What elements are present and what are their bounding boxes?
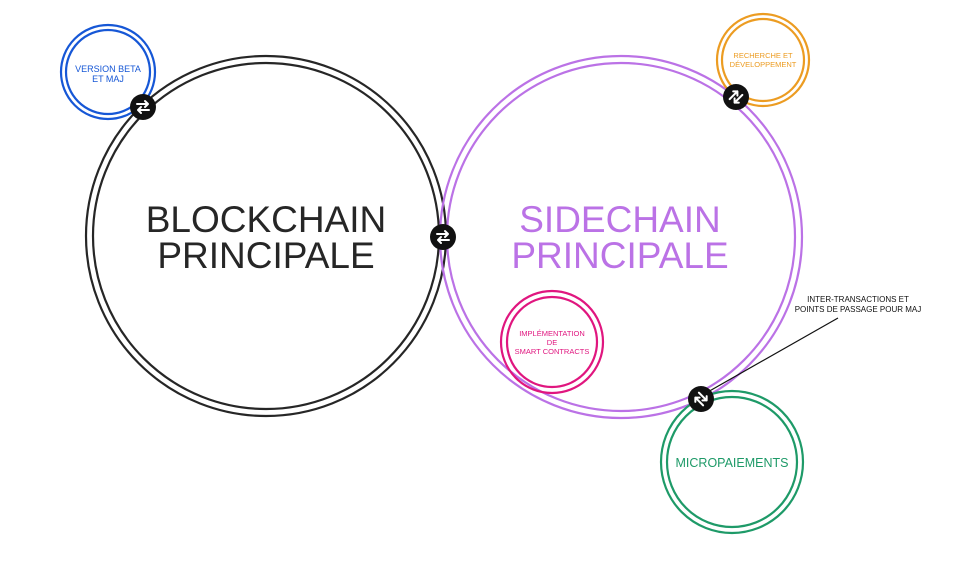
annotation-label-line2: POINTS DE PASSAGE POUR MAJ bbox=[795, 305, 922, 314]
exchange-arrows-icon bbox=[723, 84, 749, 110]
research-development-label-line2: DÉVELOPPEMENT bbox=[730, 60, 797, 69]
annotation-label-line1: INTER-TRANSACTIONS ET bbox=[807, 295, 909, 304]
exchange-arrows-icon bbox=[430, 224, 456, 250]
exchange-arrows-icon bbox=[688, 386, 714, 412]
smart-contracts-label-line2: DE bbox=[547, 338, 557, 347]
version-beta-label-line1: VERSION BETA bbox=[75, 64, 141, 74]
main-blockchain-title-line2: PRINCIPALE bbox=[157, 235, 374, 276]
smart-contracts-circle bbox=[499, 289, 605, 395]
exchange-arrows-icon bbox=[130, 94, 156, 120]
version-beta-label-line2: ET MAJ bbox=[92, 74, 124, 84]
sidechain-title-line2: PRINCIPALE bbox=[511, 235, 728, 276]
version-beta-circle bbox=[59, 23, 157, 121]
main-blockchain-title-line1: BLOCKCHAIN bbox=[146, 199, 387, 240]
annotation-pointer-line bbox=[705, 317, 839, 394]
research-development-circle bbox=[715, 12, 811, 108]
micropaiements-circle bbox=[659, 389, 805, 535]
research-development-label-line1: RECHERCHE ET bbox=[733, 51, 793, 60]
micropaiements-label: MICROPAIEMENTS bbox=[676, 456, 789, 470]
sidechain-title-line1: SIDECHAIN bbox=[519, 199, 720, 240]
smart-contracts-label-line1: IMPLÉMENTATION bbox=[519, 329, 585, 338]
smart-contracts-label-line3: SMART CONTRACTS bbox=[515, 347, 590, 356]
